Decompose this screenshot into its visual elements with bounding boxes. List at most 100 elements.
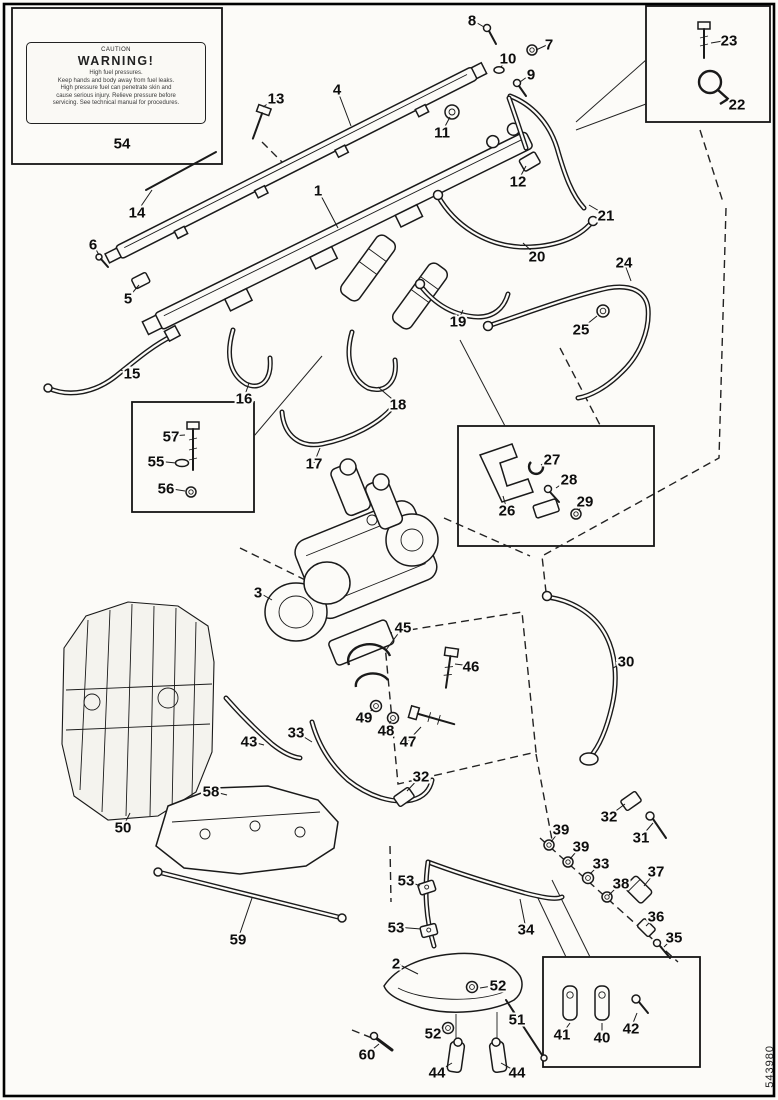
warning-decal-body-line: High pressure fuel can penetrate skin an…	[60, 85, 172, 92]
callout-3: 3	[254, 584, 262, 601]
bolt-shaft	[251, 112, 264, 140]
callout-17: 17	[306, 455, 323, 472]
clamp-5	[131, 271, 151, 290]
bolt-shaft	[416, 712, 456, 726]
fuel-line-15-core	[46, 334, 174, 394]
grommet-25-hole	[599, 307, 607, 315]
fuel-line-18	[346, 329, 398, 392]
callout-44: 44	[509, 1064, 526, 1081]
callout-layer: 1234567891011121314151617181920212223242…	[87, 10, 748, 1083]
callout-9: 9	[527, 66, 535, 83]
bracket-26-b	[532, 498, 560, 519]
fitting-body	[518, 151, 541, 172]
callout-leader-2	[395, 962, 419, 975]
block-ribs	[79, 603, 197, 817]
mounting-bracket	[155, 785, 339, 875]
pump-mount	[328, 619, 395, 666]
callout-leader-60	[366, 1043, 380, 1055]
rail-highlight	[163, 139, 522, 317]
bolt-shaft	[518, 85, 527, 97]
nut-48	[386, 711, 400, 725]
callout-50: 50	[115, 819, 132, 836]
rail-hardware-top	[95, 23, 541, 290]
manifold-line	[397, 987, 505, 1000]
clamp-loop	[697, 69, 723, 95]
pump-head-cap	[339, 458, 357, 476]
callout-39: 39	[553, 821, 570, 838]
bolt-shaft	[100, 258, 109, 268]
clamp-body	[131, 271, 151, 290]
clip-hole	[426, 927, 432, 933]
rail-tab	[333, 144, 350, 159]
callout-leader-32	[406, 775, 422, 792]
callout-55: 55	[148, 453, 165, 470]
warning-label-outer-box	[11, 7, 223, 165]
callout-leader-18	[377, 386, 399, 405]
bolt-shaft	[374, 1036, 394, 1052]
callout-58: 58	[203, 783, 220, 800]
connector-cap	[491, 1037, 501, 1047]
pump-flange-bore	[278, 595, 314, 629]
callout-59: 59	[230, 931, 247, 948]
mounting-strip	[145, 151, 217, 191]
fitting-body	[393, 786, 415, 808]
bolt-thread	[437, 714, 441, 725]
cylinder-block	[61, 601, 215, 821]
callout-13: 13	[268, 90, 285, 107]
banjo-fitting	[444, 104, 460, 120]
callout-32: 32	[601, 808, 618, 825]
shim-40	[594, 985, 610, 1021]
callout-leader-50	[122, 812, 131, 828]
callout-leader-59	[237, 897, 253, 940]
callout-leader-7	[535, 43, 550, 51]
bolt-head	[407, 704, 421, 721]
bolt-thread	[699, 35, 709, 39]
clip-loop	[527, 461, 545, 475]
callout-44: 44	[429, 1064, 446, 1081]
pump-detail	[366, 514, 378, 526]
fitting-36	[636, 918, 656, 938]
callout-52: 52	[425, 1025, 442, 1042]
fitting	[441, 1021, 455, 1035]
fuel-line-34-branch-core	[424, 860, 436, 948]
leader-line	[551, 879, 591, 958]
shim-hole	[566, 991, 574, 999]
callout-leader-10	[500, 57, 509, 68]
warning-decal-body-line: High fuel pressures.	[89, 70, 143, 76]
fuel-line-16-core	[228, 328, 272, 387]
detail-box-leaders	[253, 59, 647, 958]
leader-line	[575, 59, 647, 123]
nut	[185, 486, 197, 498]
callout-20: 20	[529, 248, 546, 265]
detail-box-mount-bolt	[131, 401, 255, 513]
detail-box-brackets	[457, 425, 655, 547]
callout-47: 47	[400, 733, 417, 750]
dashed-leaders	[239, 129, 727, 1039]
fuel-line-33-core	[310, 720, 434, 803]
callout-leader-25	[580, 315, 598, 330]
callout-leader-39	[569, 845, 582, 860]
bolt-head	[697, 21, 711, 30]
callout-leader-31	[640, 822, 654, 838]
injector-band	[358, 261, 378, 275]
bolt-head	[645, 811, 655, 821]
callout-8: 8	[468, 12, 476, 29]
warning-decal: CAUTION WARNING! High fuel pressures. Ke…	[26, 42, 206, 124]
callout-leader-17	[313, 447, 321, 464]
callout-60: 60	[359, 1046, 376, 1063]
fitting-12	[518, 151, 541, 172]
clip-body	[419, 922, 439, 939]
callout-leader-49	[363, 708, 374, 718]
nut	[562, 856, 574, 868]
callout-leader-28	[555, 478, 570, 489]
bolt-thread	[444, 666, 454, 668]
connector-44-right	[488, 1037, 508, 1074]
callout-leader-34	[519, 898, 527, 930]
callout-leader-26	[502, 495, 508, 511]
line-end-fitting	[163, 324, 182, 343]
callout-30: 30	[618, 653, 635, 670]
callout-42: 42	[623, 1020, 640, 1037]
injector-b	[391, 262, 449, 330]
fuel-line-43-core	[224, 696, 302, 760]
bolt-thread	[188, 437, 198, 441]
